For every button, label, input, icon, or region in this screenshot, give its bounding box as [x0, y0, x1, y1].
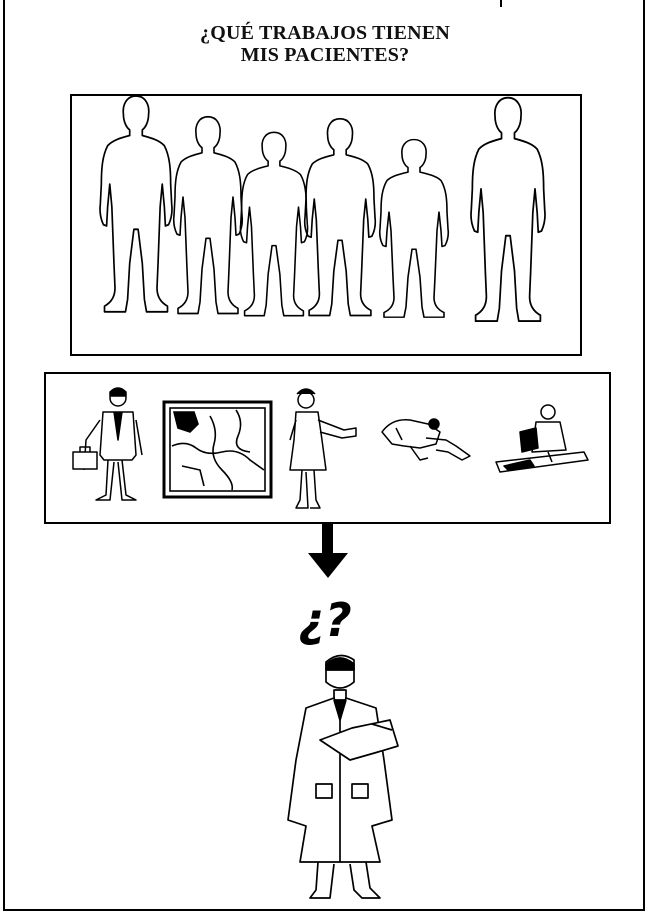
mechanic-icon	[382, 419, 470, 460]
nurse-icon	[290, 389, 356, 508]
silhouette-person-2	[174, 117, 243, 314]
doctor-icon	[288, 655, 398, 898]
map-icon	[164, 402, 271, 497]
silhouette-person-3	[240, 132, 307, 315]
down-arrow-icon	[308, 524, 348, 578]
silhouette-person-5	[380, 140, 449, 318]
silhouette-person-1	[100, 96, 172, 312]
silhouette-person-6	[471, 98, 545, 321]
question-mark: ¿?	[0, 595, 650, 645]
office-worker-icon	[496, 405, 588, 472]
silhouette-group	[100, 96, 545, 321]
silhouette-person-4	[305, 119, 376, 316]
businessman-icon	[73, 388, 142, 500]
